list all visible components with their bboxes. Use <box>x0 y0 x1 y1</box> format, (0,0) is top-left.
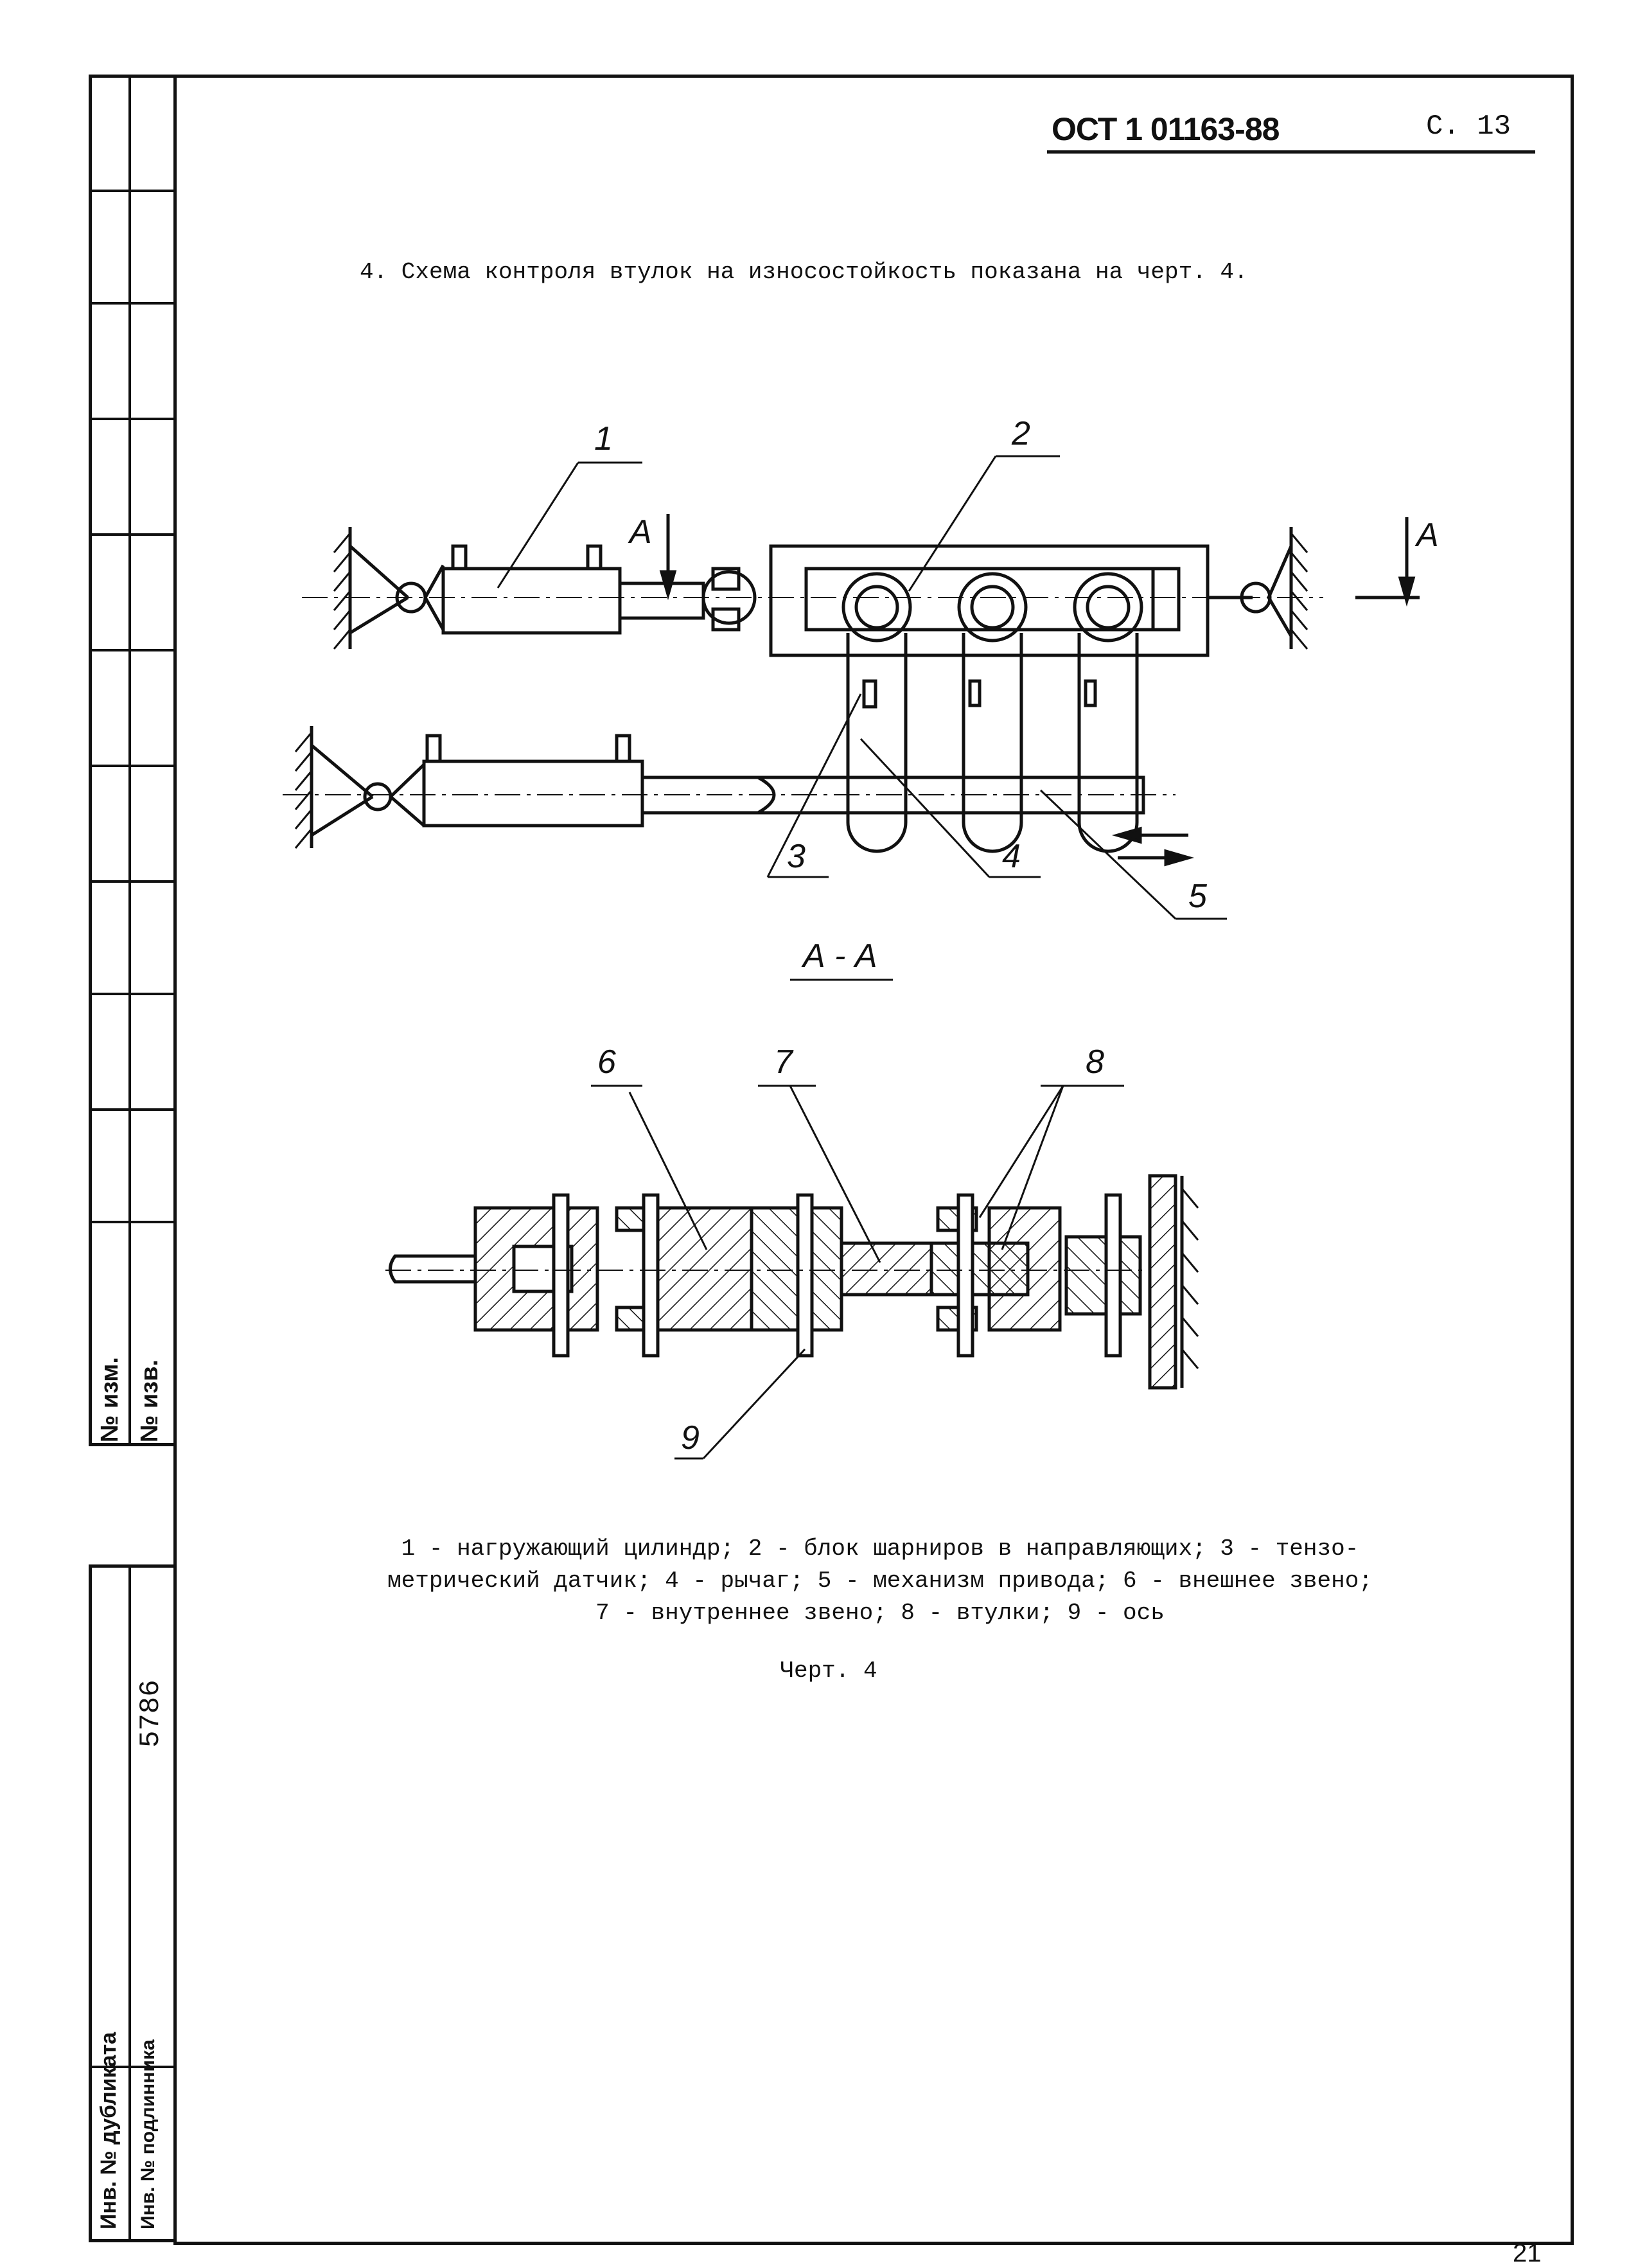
standard-code: ОСТ 1 01163-88 <box>1052 111 1280 147</box>
section-arrow-left <box>659 514 677 601</box>
page-label: С. 13 <box>1426 111 1511 143</box>
drive-mechanism <box>389 734 1145 828</box>
side-stamp-row-2 <box>89 302 177 305</box>
label-4: 4 <box>1002 838 1021 875</box>
label-5: 5 <box>1188 878 1208 915</box>
section-mark-left: А <box>628 513 652 551</box>
loading-cylinder <box>441 544 757 635</box>
pins <box>552 1193 1122 1358</box>
side-stamp-row-7 <box>89 880 177 883</box>
side-stamp-upper <box>89 75 177 1446</box>
legend-line-2: метрический датчик; 4 - рычаг; 5 - механ… <box>387 1568 1373 1594</box>
figure-caption: Черт. 4 <box>780 1658 877 1684</box>
side-stamp-row-6 <box>89 765 177 767</box>
side-stamp-divider-upper <box>128 75 131 1446</box>
label-1: 1 <box>594 420 613 457</box>
label-9: 9 <box>681 1419 700 1457</box>
label-6: 6 <box>597 1043 616 1081</box>
side-stamp-row-4 <box>89 533 177 536</box>
section-arrow-right <box>1355 517 1420 607</box>
side-stamp-lower <box>89 1564 177 2242</box>
side-stamp-row-3 <box>89 418 177 420</box>
hinge-block <box>769 544 1210 657</box>
label-7: 7 <box>774 1043 794 1081</box>
page-frame-right <box>1571 75 1574 2243</box>
label-8: 8 <box>1086 1043 1104 1081</box>
section-title: А - А <box>801 937 877 975</box>
section-mark-right: А <box>1414 517 1439 554</box>
legend-line-3: 7 - внутреннее звено; 8 - втулки; 9 - ос… <box>595 1600 1165 1626</box>
levers <box>846 633 1139 853</box>
label-3: 3 <box>787 838 806 875</box>
side-stamp-divider-lower <box>128 1564 131 2242</box>
body-paragraph: 4. Схема контроля втулок на износостойко… <box>360 259 1248 285</box>
lower-wall-support <box>294 726 392 849</box>
side-stamp-row-1 <box>89 190 177 192</box>
page-frame-bottom <box>173 2242 1574 2245</box>
side-stamp-row-8 <box>89 993 177 995</box>
label-2: 2 <box>1011 415 1030 452</box>
header-underline <box>1047 150 1535 154</box>
side-stamp-row-11 <box>89 2066 177 2068</box>
sheet-number: 21 <box>1513 2239 1542 2267</box>
upper-right-wall-support <box>1208 527 1308 650</box>
page-frame-top <box>173 75 1574 78</box>
motion-arrows <box>1111 826 1195 867</box>
upper-left-wall-support <box>333 527 445 650</box>
section-view-a-a <box>385 1085 1199 1460</box>
legend-line-1: 1 - нагружающий цилиндр; 2 - блок шарнир… <box>401 1536 1359 1562</box>
side-stamp-row-9 <box>89 1108 177 1111</box>
side-stamp-row-10 <box>89 1221 177 1223</box>
side-stamp-row-5 <box>89 649 177 651</box>
